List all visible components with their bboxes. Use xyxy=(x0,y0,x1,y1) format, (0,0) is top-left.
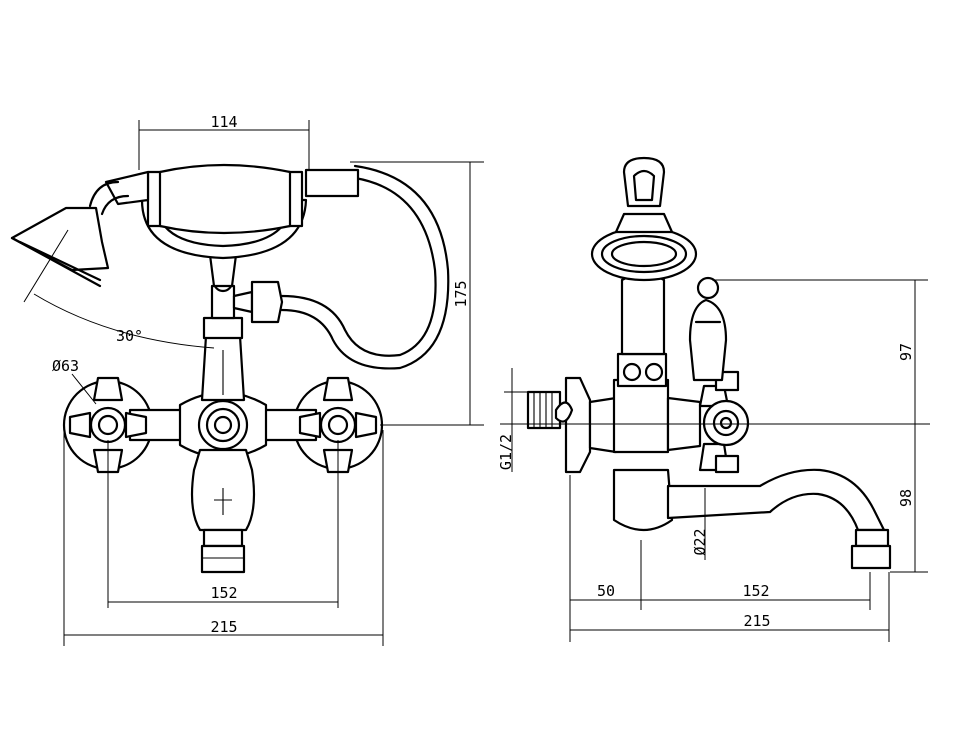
left-cross-handle xyxy=(68,376,148,474)
diverter-lever xyxy=(688,298,728,382)
side-dimensions: G1/2 97 98 Ø22 50 152 215 xyxy=(497,279,930,642)
cradle-stem xyxy=(208,253,238,288)
hose-outer xyxy=(280,176,437,357)
dim-215-front-label: 215 xyxy=(210,618,237,636)
diameter-63-label: Ø63 xyxy=(52,357,79,375)
angle-arc xyxy=(33,293,215,349)
side-body xyxy=(612,378,670,454)
front-view xyxy=(10,163,450,574)
side-hook xyxy=(622,156,666,208)
dim-175-label: 175 xyxy=(452,280,470,307)
dim-98-label: 98 xyxy=(897,489,915,507)
side-wall-plate xyxy=(564,376,592,474)
front-spout-outlet xyxy=(200,544,246,574)
diameter-22-label: Ø22 xyxy=(691,528,709,555)
dim-152-side-label: 152 xyxy=(742,582,769,600)
side-hex-nut xyxy=(588,396,618,454)
side-spout-base xyxy=(612,468,674,531)
side-spout-outlet xyxy=(850,544,892,570)
handset-neck xyxy=(104,170,150,206)
dim-215-side-label: 215 xyxy=(743,612,770,630)
handset-body xyxy=(158,163,292,235)
hose-nut xyxy=(250,280,284,324)
dim-97-label: 97 xyxy=(897,343,915,361)
hose-inner xyxy=(280,164,450,370)
side-handset-column xyxy=(620,272,666,356)
right-cross-handle xyxy=(298,376,378,474)
front-dimensions: 114 175 30° Ø63 152 215 xyxy=(52,113,484,646)
dim-152-front-label: 152 xyxy=(210,584,237,602)
side-view xyxy=(526,156,892,570)
thread-label: G1/2 xyxy=(497,434,515,470)
dim-50-label: 50 xyxy=(597,582,615,600)
dim-114-label: 114 xyxy=(210,113,237,131)
side-spout-arm xyxy=(666,468,886,532)
angle-label: 30° xyxy=(116,327,143,345)
handset-collar xyxy=(304,168,360,198)
